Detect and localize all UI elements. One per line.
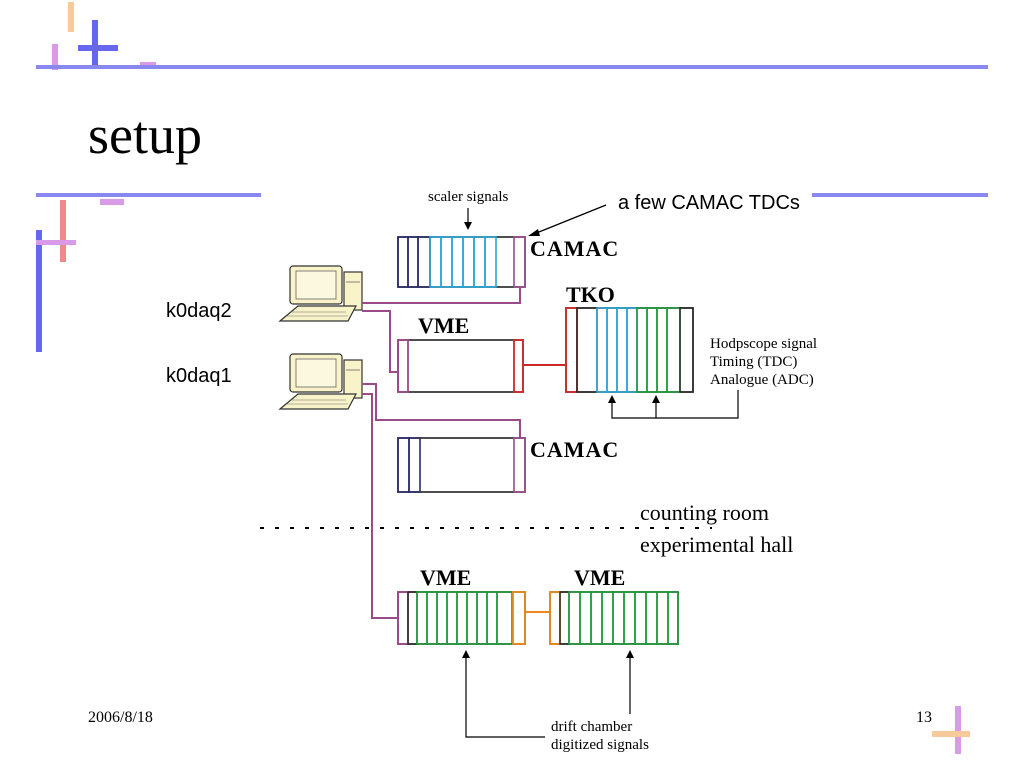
accent-bar-pink-vert xyxy=(60,200,66,262)
accent-bar-violet-top xyxy=(52,44,58,70)
camac-top-label: CAMAC xyxy=(530,236,619,261)
drift-chamber-label-1: drift chamber xyxy=(551,719,632,735)
accent-bar-violet-horiz-left xyxy=(36,240,76,245)
vme-top-label: VME xyxy=(418,313,469,338)
hodoscope-label-1: Hodpscope signal xyxy=(710,336,817,352)
slide-date: 2006/8/18 xyxy=(88,709,153,726)
cables xyxy=(362,288,521,619)
few-camac-tdcs-label: a few CAMAC TDCs xyxy=(618,192,800,214)
drift-chamber-bracket xyxy=(465,656,631,738)
vme-top-crate xyxy=(397,339,524,393)
accent-bar-orange-bottom xyxy=(932,731,970,737)
top-rule xyxy=(36,65,988,69)
title-rule-left xyxy=(36,193,261,197)
drift-chamber-label-2: digitized signals xyxy=(551,737,649,753)
accent-bar-blue-horiz-top xyxy=(78,45,118,51)
hodoscope-label-2: Timing (TDC) xyxy=(710,354,797,370)
computer-k0daq1-icon xyxy=(278,353,363,410)
hodoscope-arrow-head-2 xyxy=(652,395,660,403)
drift-arrow-head-1 xyxy=(462,650,470,658)
slide-title: setup xyxy=(88,105,202,165)
scaler-arrow-head xyxy=(464,222,472,230)
accent-bar-orange-top xyxy=(68,2,74,32)
scaler-signals-label: scaler signals xyxy=(428,189,509,205)
camac-bottom-crate xyxy=(397,437,526,493)
experimental-hall-label: experimental hall xyxy=(640,532,793,557)
few-camac-arrow-head xyxy=(528,229,540,236)
tko-label: TKO xyxy=(566,282,615,307)
accent-bar-violet-title xyxy=(100,199,124,205)
accent-bar-blue-vert-top xyxy=(92,20,98,66)
vme-hall-right-crate xyxy=(549,591,679,645)
vme-hall-left-label: VME xyxy=(420,565,471,590)
counting-room-label: counting room xyxy=(640,500,769,525)
accent-bar-blue-vert-left xyxy=(36,230,42,352)
k0daq1-label: k0daq1 xyxy=(166,365,232,387)
few-camac-arrow xyxy=(533,204,607,235)
slide-page-number: 13 xyxy=(916,709,932,726)
camac-bottom-label: CAMAC xyxy=(530,437,619,462)
camac-top-crate xyxy=(397,236,526,288)
computer-k0daq2-icon xyxy=(278,265,363,322)
tko-crate xyxy=(565,307,694,393)
title-rule-right xyxy=(812,193,988,197)
hodoscope-bracket xyxy=(611,390,739,419)
accent-bar-violet-bottom xyxy=(955,706,961,754)
hodoscope-label-3: Analogue (ADC) xyxy=(710,372,814,388)
vme-hall-right-label: VME xyxy=(574,565,625,590)
drift-arrow-head-2 xyxy=(626,650,634,658)
k0daq2-label: k0daq2 xyxy=(166,300,232,322)
vme-hall-left-crate xyxy=(397,591,526,645)
hodoscope-arrow-head-1 xyxy=(608,395,616,403)
